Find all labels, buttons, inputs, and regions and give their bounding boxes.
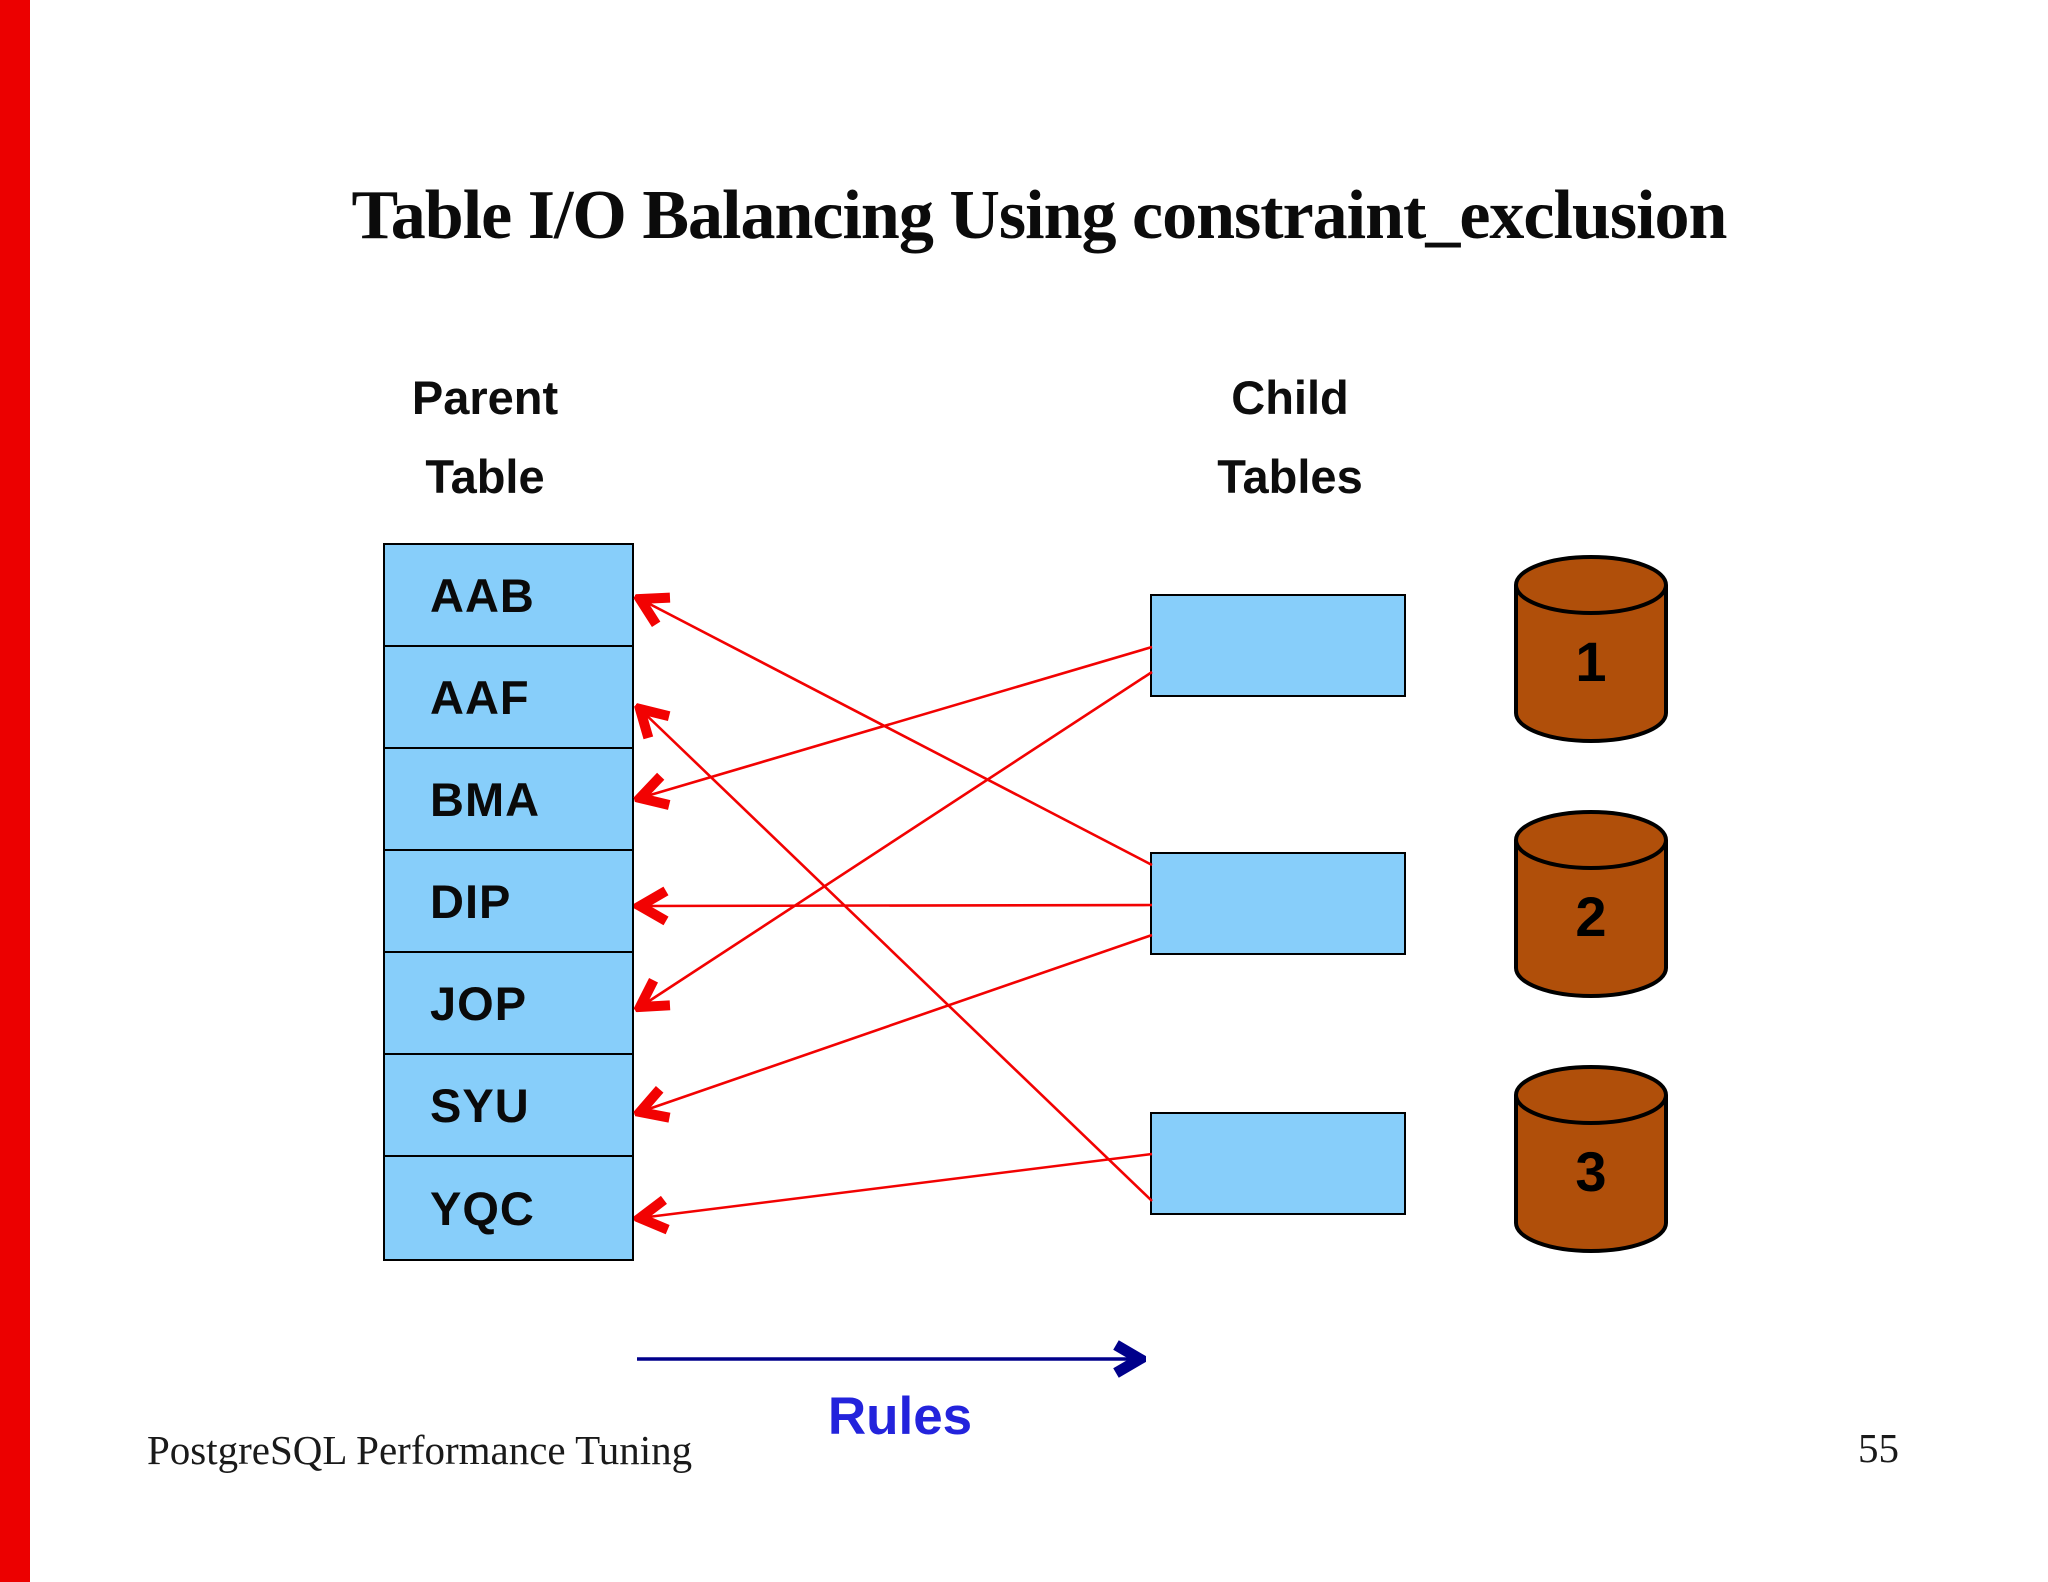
parent-table: AAB AAF BMA DIP JOP SYU YQC: [383, 543, 634, 1261]
parent-row-label: AAF: [430, 670, 530, 724]
parent-row-label: JOP: [430, 976, 528, 1030]
child-tables-heading: Child Tables: [1140, 358, 1440, 516]
parent-row-label: SYU: [430, 1078, 530, 1132]
child-table-box-child-3: [1150, 1112, 1406, 1215]
parent-row-label: AAB: [430, 568, 535, 622]
relation-arrow-child-3-to-AAF: [640, 709, 1153, 1202]
relation-arrow-child-3-to-YQC: [640, 1152, 1153, 1218]
parent-row-DIP: DIP: [385, 851, 632, 953]
cylinder-icon: [1514, 555, 1668, 743]
disk-cylinder-1: 1: [1513, 553, 1669, 749]
child-table-box-child-2: [1150, 852, 1406, 955]
rules-label: Rules: [827, 1387, 973, 1446]
cylinder-icon: [1514, 810, 1668, 998]
parent-row-AAB: AAB: [385, 545, 632, 647]
cylinder-icon: [1514, 1065, 1668, 1253]
parent-row-label: YQC: [430, 1181, 535, 1235]
parent-row-label: BMA: [430, 772, 541, 826]
parent-row-YQC: YQC: [385, 1157, 632, 1259]
parent-row-JOP: JOP: [385, 953, 632, 1055]
disk-number: 1: [1575, 630, 1607, 693]
disk-cylinder-3: 3: [1513, 1063, 1669, 1259]
parent-row-AAF: AAF: [385, 647, 632, 749]
page-number: 55: [1858, 1425, 1899, 1471]
footer-presentation-title: PostgreSQL Performance Tuning: [147, 1427, 693, 1473]
relation-arrow-child-2-to-SYU: [640, 933, 1153, 1112]
slide-title: Table I/O Balancing Using constraint_exc…: [351, 177, 1728, 254]
disk-number: 3: [1575, 1140, 1607, 1203]
disk-cylinder-2: 2: [1513, 808, 1669, 1004]
parent-row-label: DIP: [430, 874, 512, 928]
relation-arrow-child-2-to-DIP: [640, 905, 1153, 906]
relation-arrow-child-1-to-BMA: [640, 645, 1153, 798]
disk-number: 2: [1575, 885, 1607, 948]
parent-table-heading: Parent Table: [335, 358, 635, 516]
child-heading-line1: Child: [1231, 371, 1349, 424]
parent-heading-line2: Table: [425, 450, 545, 503]
parent-row-SYU: SYU: [385, 1055, 632, 1157]
child-heading-line2: Tables: [1217, 450, 1363, 503]
left-accent-bar: [0, 0, 30, 1582]
parent-heading-line1: Parent: [411, 371, 559, 424]
relation-arrow-child-2-to-AAB: [640, 599, 1153, 867]
parent-row-BMA: BMA: [385, 749, 632, 851]
relation-arrow-child-1-to-JOP: [640, 670, 1153, 1007]
child-table-box-child-1: [1150, 594, 1406, 697]
